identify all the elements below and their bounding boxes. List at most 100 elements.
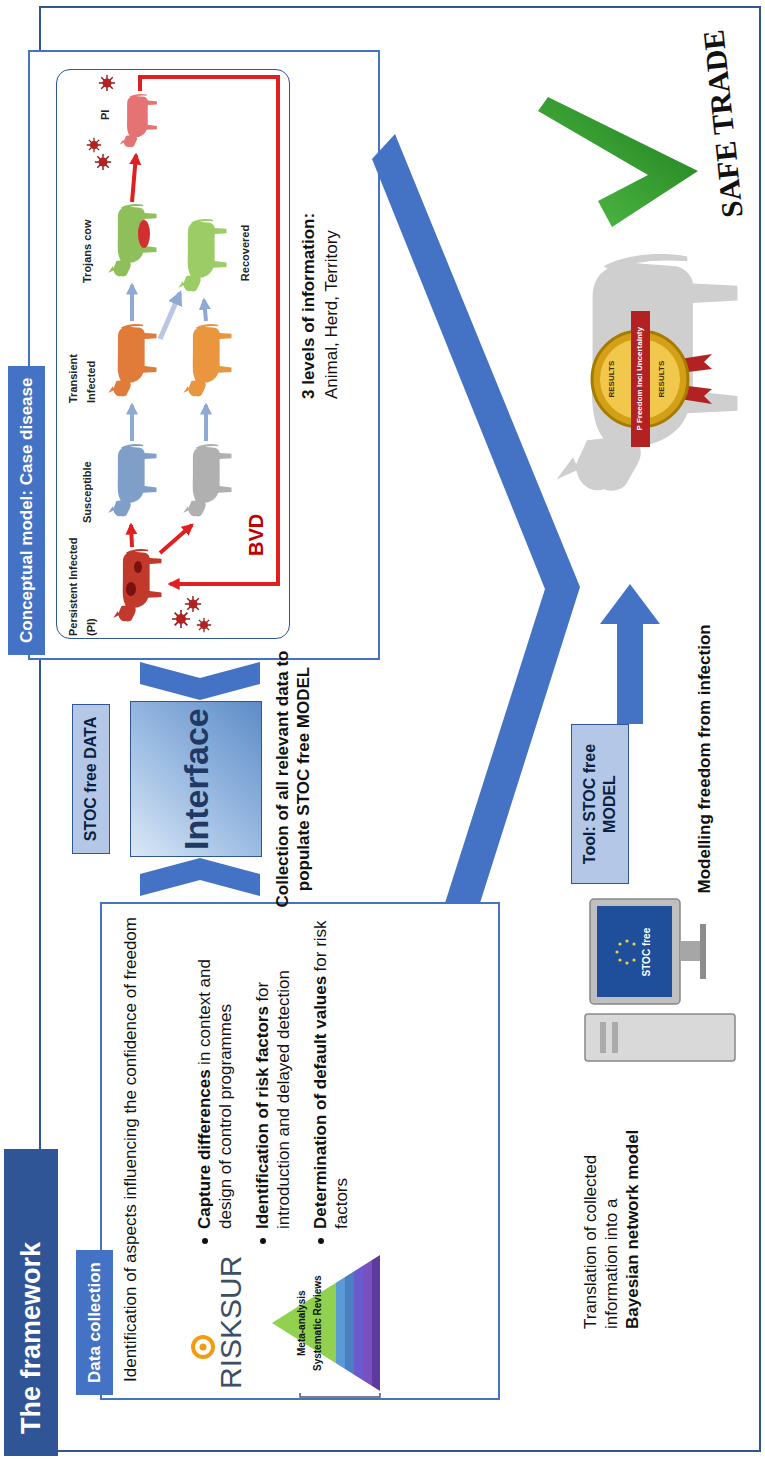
rect-shape <box>612 1022 618 1053</box>
rect-shape <box>354 1249 363 1399</box>
path-shape <box>130 285 134 321</box>
rect-shape <box>597 906 672 997</box>
circle-shape <box>632 958 635 961</box>
use-shape <box>183 324 231 396</box>
ribbon-text: P Freedom incl Uncertainty <box>635 327 644 430</box>
chevron <box>140 662 260 700</box>
use-shape <box>178 219 226 291</box>
text-group: 3 levels of information: <box>298 59 319 399</box>
node-text: Determination of default values <box>311 976 330 1229</box>
node-text: BVD <box>245 514 267 556</box>
node-text: Identification of aspects influencing th… <box>121 917 140 1382</box>
ellipse-shape <box>126 582 136 596</box>
use-shape <box>99 75 115 91</box>
node-text: Recovered <box>239 225 251 281</box>
text-group: Determination of default values for risk… <box>310 919 352 1229</box>
path-shape <box>160 293 180 339</box>
use-shape <box>108 204 156 276</box>
medal-text: RESULTS <box>657 361 666 398</box>
rect-shape <box>336 1249 345 1399</box>
use-shape <box>183 444 231 516</box>
node-text: Identification of risk factors <box>253 1006 272 1229</box>
node-text: Tool: STOC free MODEL <box>581 744 618 864</box>
illustration-box: Persistent Infected (PI)SusceptibleTrans… <box>56 69 290 639</box>
ellipse-shape <box>138 220 150 248</box>
path-shape <box>130 405 134 441</box>
path-shape <box>204 300 206 321</box>
circle-shape <box>200 1344 207 1351</box>
interface-picture: Interface <box>130 701 262 857</box>
header-tab: Conceptual model: Case disease <box>8 366 45 655</box>
text-group: Capture differences in context and desig… <box>194 919 236 1229</box>
rect-shape <box>270 1249 336 1399</box>
use-shape <box>108 324 156 396</box>
chevron <box>140 858 260 896</box>
node-text: Trojans cow <box>81 219 93 283</box>
node-text: Transient Infected <box>67 354 97 403</box>
stamp-text: SAFE TRADE <box>696 29 750 220</box>
bullet-dot <box>318 1238 324 1244</box>
circle-shape <box>632 942 635 945</box>
note-text: Modelling freedom from infection <box>694 624 715 893</box>
use-shape <box>113 549 161 621</box>
text-group: Transient Infected <box>63 318 99 403</box>
screen-label: STOC free <box>641 928 652 977</box>
computer-icon <box>585 899 735 1061</box>
text-group: Trojans cow <box>77 193 95 283</box>
merge-band <box>372 134 580 903</box>
circle-shape <box>193 1337 213 1357</box>
title-bar: The framework <box>4 1149 58 1456</box>
use-shape <box>120 94 157 147</box>
use-shape <box>556 254 737 491</box>
rect-shape <box>372 1249 381 1399</box>
results-cow <box>556 254 737 491</box>
rect-shape <box>600 1022 606 1053</box>
rect-shape <box>585 1014 735 1061</box>
path-shape <box>132 155 136 202</box>
process-box: Tool: STOC free MODEL <box>571 724 629 884</box>
logo-text: RISKSUR <box>214 1256 248 1389</box>
pyramid-label: Meta-analysis <box>296 1290 307 1356</box>
note-text: Translation of collected information int… <box>580 1094 622 1329</box>
text-group: BVD <box>245 486 268 556</box>
pyramid-label: Systematic Reviews <box>312 1275 323 1371</box>
note-text: Bayesian network model <box>622 1094 643 1329</box>
use-shape <box>87 138 101 152</box>
bvd-illustration <box>87 75 278 632</box>
node-text: Data collection <box>85 1262 104 1383</box>
path-shape <box>300 1393 380 1397</box>
note-text: Collection of all relevant data to popul… <box>272 614 314 944</box>
use-shape <box>185 596 201 612</box>
path-shape <box>140 77 278 584</box>
rect-shape <box>631 311 650 447</box>
rect-shape <box>700 924 706 979</box>
g-shape <box>615 939 635 964</box>
use-shape <box>197 618 211 632</box>
ellipse-shape <box>134 561 142 573</box>
text-group: Identification of risk factors for intro… <box>252 919 294 1229</box>
block-arrow <box>600 584 660 724</box>
outer-frame <box>40 7 760 1451</box>
circle-shape <box>625 939 628 942</box>
g-shape <box>270 1249 381 1399</box>
node-text: Susceptible <box>81 461 93 523</box>
path-shape <box>204 405 208 441</box>
risksur-logo <box>193 1337 213 1357</box>
use-shape <box>172 610 190 628</box>
node-text: PI <box>99 110 111 120</box>
node-text: Capture differences <box>195 1069 214 1229</box>
node-text: Conceptual model: Case disease <box>17 378 36 643</box>
circle-shape <box>615 950 618 953</box>
evidence-pyramid <box>270 1249 381 1399</box>
bullet-dot <box>202 1238 208 1244</box>
rect-shape <box>680 941 700 961</box>
medal-text: RESULTS <box>607 361 616 398</box>
circle-shape <box>618 942 621 945</box>
header-tab: Data collection <box>76 1250 113 1395</box>
text-group: Susceptible <box>77 428 95 523</box>
path-shape <box>160 525 192 553</box>
